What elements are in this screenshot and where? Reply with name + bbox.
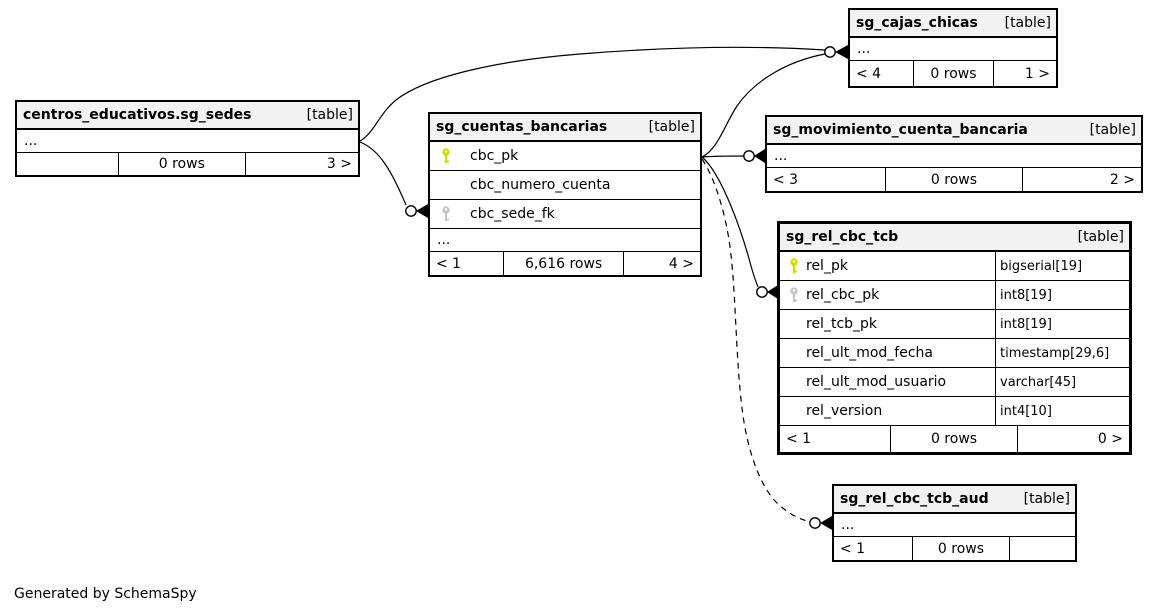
edge-sedes-to-cbc_sede_fk: [359, 141, 407, 206]
cardinality-marker-rel_cbc_pk: [756, 285, 778, 299]
table-sg_rel_cbc_tcb: sg_rel_cbc_tcb [table] rel_pk bigserial[…: [777, 221, 1132, 455]
column-row-rel_version[interactable]: rel_version int4[10]: [780, 397, 1129, 426]
table-header[interactable]: centros_educativos.sg_sedes [table]: [17, 102, 358, 130]
column-name: rel_cbc_pk: [806, 287, 880, 303]
column-row-rel_pk[interactable]: rel_pk bigserial[19]: [780, 252, 1129, 281]
footer-parents-count: [17, 153, 118, 175]
table-footer: 0 rows 3 >: [17, 153, 358, 175]
cardinality-marker-cajas_chicas: [824, 45, 848, 59]
table-sg_rel_cbc_tcb_aud: sg_rel_cbc_tcb_aud [table] ... < 1 0 row…: [832, 484, 1077, 562]
footer-children-count: [1008, 537, 1075, 560]
table-sg_cuentas_bancarias: sg_cuentas_bancarias [table] cbc_pk cbc_…: [428, 112, 702, 277]
column-row-rel_ult_mod_usuario[interactable]: rel_ult_mod_usuario varchar[45]: [780, 368, 1129, 397]
table-header[interactable]: sg_movimiento_cuenta_bancaria [table]: [767, 117, 1141, 145]
column-name: cbc_numero_cuenta: [470, 177, 611, 193]
table-footer: < 1 0 rows: [834, 537, 1075, 560]
table-type-tag: [table]: [1004, 15, 1051, 31]
table-title[interactable]: sg_rel_cbc_tcb: [786, 229, 899, 245]
column-name: cbc_sede_fk: [470, 206, 555, 222]
column-row-rel_tcb_pk[interactable]: rel_tcb_pk int8[19]: [780, 310, 1129, 339]
column-type: bigserial[19]: [995, 252, 1129, 280]
table-header[interactable]: sg_cuentas_bancarias [table]: [430, 114, 700, 142]
column-row-rel_cbc_pk[interactable]: rel_cbc_pk int8[19]: [780, 281, 1129, 310]
edge-cbc_pk-to-movimiento: [701, 155, 745, 158]
column-name: rel_version: [806, 403, 883, 419]
edge-sedes-to-cajas_chicas: [359, 46, 826, 142]
column-name: rel_ult_mod_usuario: [806, 374, 947, 390]
footer-row-count: 6,616 rows: [503, 252, 623, 275]
table-title[interactable]: sg_rel_cbc_tcb_aud: [840, 491, 989, 507]
footer-row-count: 0 rows: [912, 61, 994, 86]
footer-parents-count: < 3: [773, 171, 799, 188]
footer-row-count: 0 rows: [912, 537, 1008, 560]
table-type-tag: [table]: [1077, 229, 1124, 245]
table-footer: < 1 6,616 rows 4 >: [430, 252, 700, 275]
footer-parents-count: < 1: [786, 431, 812, 447]
column-row-cbc_pk[interactable]: cbc_pk: [430, 142, 700, 171]
column-type: timestamp[29,6]: [995, 339, 1129, 367]
footer-parents-count: < 1: [840, 540, 866, 557]
footer-children-count: 0 >: [1017, 426, 1129, 452]
table-type-tag: [table]: [648, 119, 695, 135]
footer-row-count: 0 rows: [885, 168, 1021, 191]
ellipsis-label: ...: [774, 148, 788, 164]
table-type-tag: [table]: [306, 107, 353, 123]
generated-by-note: Generated by SchemaSpy: [14, 586, 197, 602]
column-type: varchar[45]: [995, 368, 1129, 396]
edge-cbc_pk-to-cajas_chicas: [701, 53, 826, 158]
table-footer: < 4 0 rows 1 >: [850, 61, 1056, 86]
column-row-rel_ult_mod_fecha[interactable]: rel_ult_mod_fecha timestamp[29,6]: [780, 339, 1129, 368]
foreign-key-icon: [788, 287, 800, 304]
column-name: rel_tcb_pk: [806, 316, 878, 332]
ellipsis-label: ...: [437, 232, 451, 248]
column-type: int8[19]: [995, 281, 1129, 309]
table-sg_cajas_chicas: sg_cajas_chicas [table] ... < 4 0 rows 1…: [848, 8, 1058, 88]
table-title[interactable]: sg_movimiento_cuenta_bancaria: [773, 122, 1028, 138]
ellipsis-row: ...: [17, 130, 358, 153]
table-title[interactable]: sg_cuentas_bancarias: [436, 119, 608, 135]
table-header[interactable]: sg_rel_cbc_tcb_aud [table]: [834, 486, 1075, 514]
footer-children-count: 3 >: [244, 153, 358, 175]
table-type-tag: [table]: [1023, 491, 1070, 507]
column-name: rel_pk: [806, 258, 848, 274]
table-sg_movimiento_cuenta_bancaria: sg_movimiento_cuenta_bancaria [table] ..…: [765, 115, 1143, 193]
column-type: int4[10]: [995, 397, 1129, 425]
column-type: int8[19]: [995, 310, 1129, 338]
cardinality-marker-rel_cbc_tcb_aud: [809, 516, 832, 530]
table-title[interactable]: sg_cajas_chicas: [856, 15, 978, 31]
footer-row-count: 0 rows: [117, 153, 245, 175]
ellipsis-label: ...: [841, 517, 855, 533]
foreign-key-icon: [440, 206, 452, 223]
cardinality-marker-movimiento: [743, 149, 765, 163]
footer-parents-count: < 4: [856, 65, 882, 82]
ellipsis-row: ...: [850, 38, 1056, 61]
column-name: rel_ult_mod_fecha: [806, 345, 933, 361]
ellipsis-label: ...: [24, 133, 38, 149]
ellipsis-row: ...: [430, 229, 700, 252]
primary-key-icon: [788, 258, 800, 275]
column-row-cbc_sede_fk[interactable]: cbc_sede_fk: [430, 200, 700, 229]
ellipsis-label: ...: [857, 41, 871, 57]
table-centros_educativos-sg_sedes: centros_educativos.sg_sedes [table] ... …: [15, 100, 360, 177]
table-type-tag: [table]: [1089, 122, 1136, 138]
primary-key-icon: [440, 148, 452, 165]
column-row-cbc_numero_cuenta[interactable]: cbc_numero_cuenta: [430, 171, 700, 200]
cardinality-marker-cbc_sede_fk: [405, 204, 428, 218]
table-header[interactable]: sg_cajas_chicas [table]: [850, 10, 1056, 38]
table-footer: < 3 0 rows 2 >: [767, 168, 1141, 191]
footer-children-count: 1 >: [993, 61, 1056, 86]
column-name: cbc_pk: [470, 148, 519, 164]
table-header[interactable]: sg_rel_cbc_tcb [table]: [780, 224, 1129, 252]
edge-cbc_pk-to-rel_cbc_pk: [701, 156, 759, 288]
ellipsis-row: ...: [834, 514, 1075, 537]
table-title[interactable]: centros_educativos.sg_sedes: [23, 107, 252, 123]
ellipsis-row: ...: [767, 145, 1141, 168]
footer-children-count: 2 >: [1021, 168, 1141, 191]
table-footer: < 1 0 rows 0 >: [780, 426, 1129, 452]
footer-parents-count: < 1: [436, 255, 462, 272]
footer-children-count: 4 >: [622, 252, 700, 275]
footer-row-count: 0 rows: [889, 426, 1018, 452]
